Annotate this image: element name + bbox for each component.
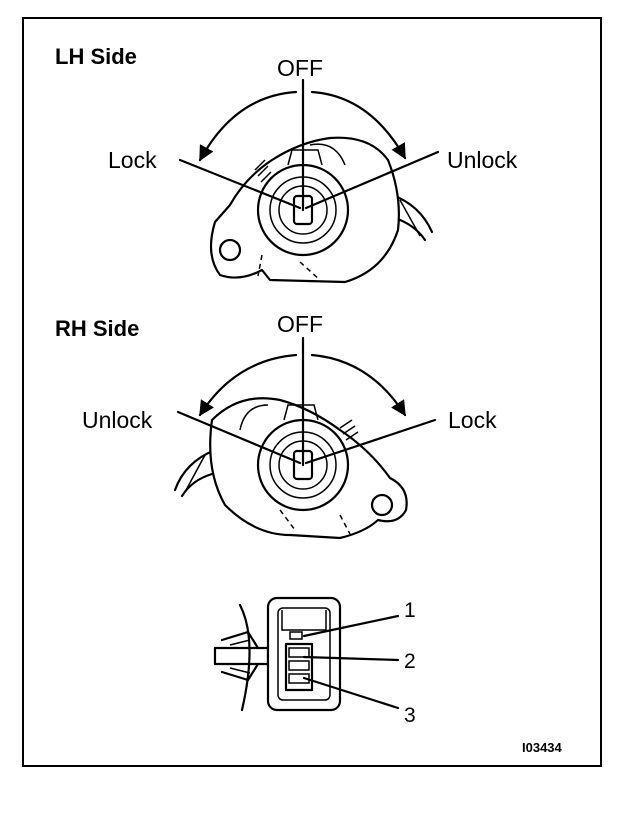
lh-unlock-label: Unlock bbox=[447, 147, 518, 173]
rh-side-diagram: RH Side OFF Unlock Lock bbox=[55, 311, 497, 540]
terminal-1-leader bbox=[302, 614, 400, 638]
terminal-1-label: 1 bbox=[404, 599, 416, 622]
rh-lock-pointer bbox=[304, 418, 437, 465]
connector-latch bbox=[238, 603, 251, 712]
rh-cable bbox=[173, 448, 217, 492]
rh-side-title: RH Side bbox=[55, 316, 139, 341]
figure-code: I03434 bbox=[522, 740, 563, 755]
lh-off-label: OFF bbox=[277, 55, 323, 81]
connector-diagram: 1 2 3 bbox=[213, 596, 416, 727]
terminal-2-slot bbox=[288, 647, 310, 658]
lh-lock-arrow bbox=[198, 90, 298, 162]
rh-lock-arrow bbox=[310, 353, 407, 417]
terminal-3-leader bbox=[302, 676, 400, 710]
lh-unlock-pointer bbox=[304, 150, 440, 210]
lh-side-diagram: LH Side OFF Lock Unlock bbox=[55, 44, 518, 284]
terminal-2-leader bbox=[302, 655, 400, 662]
lh-side-title: LH Side bbox=[55, 44, 137, 69]
rh-unlock-pointer bbox=[176, 410, 302, 465]
rh-mount-hole bbox=[370, 493, 394, 517]
terminal-2-label: 2 bbox=[404, 650, 416, 673]
lh-lock-pointer bbox=[178, 158, 302, 210]
rh-lock-label: Lock bbox=[448, 407, 497, 433]
rh-unlock-label: Unlock bbox=[82, 407, 153, 433]
lh-mount-hole bbox=[218, 238, 242, 262]
terminal-1-slot bbox=[289, 631, 303, 640]
terminal-3-label: 3 bbox=[404, 704, 416, 727]
lh-lock-label: Lock bbox=[108, 147, 157, 173]
rh-unlock-arrow bbox=[198, 353, 298, 417]
rh-off-label: OFF bbox=[277, 311, 323, 337]
lh-unlock-arrow bbox=[310, 90, 407, 160]
